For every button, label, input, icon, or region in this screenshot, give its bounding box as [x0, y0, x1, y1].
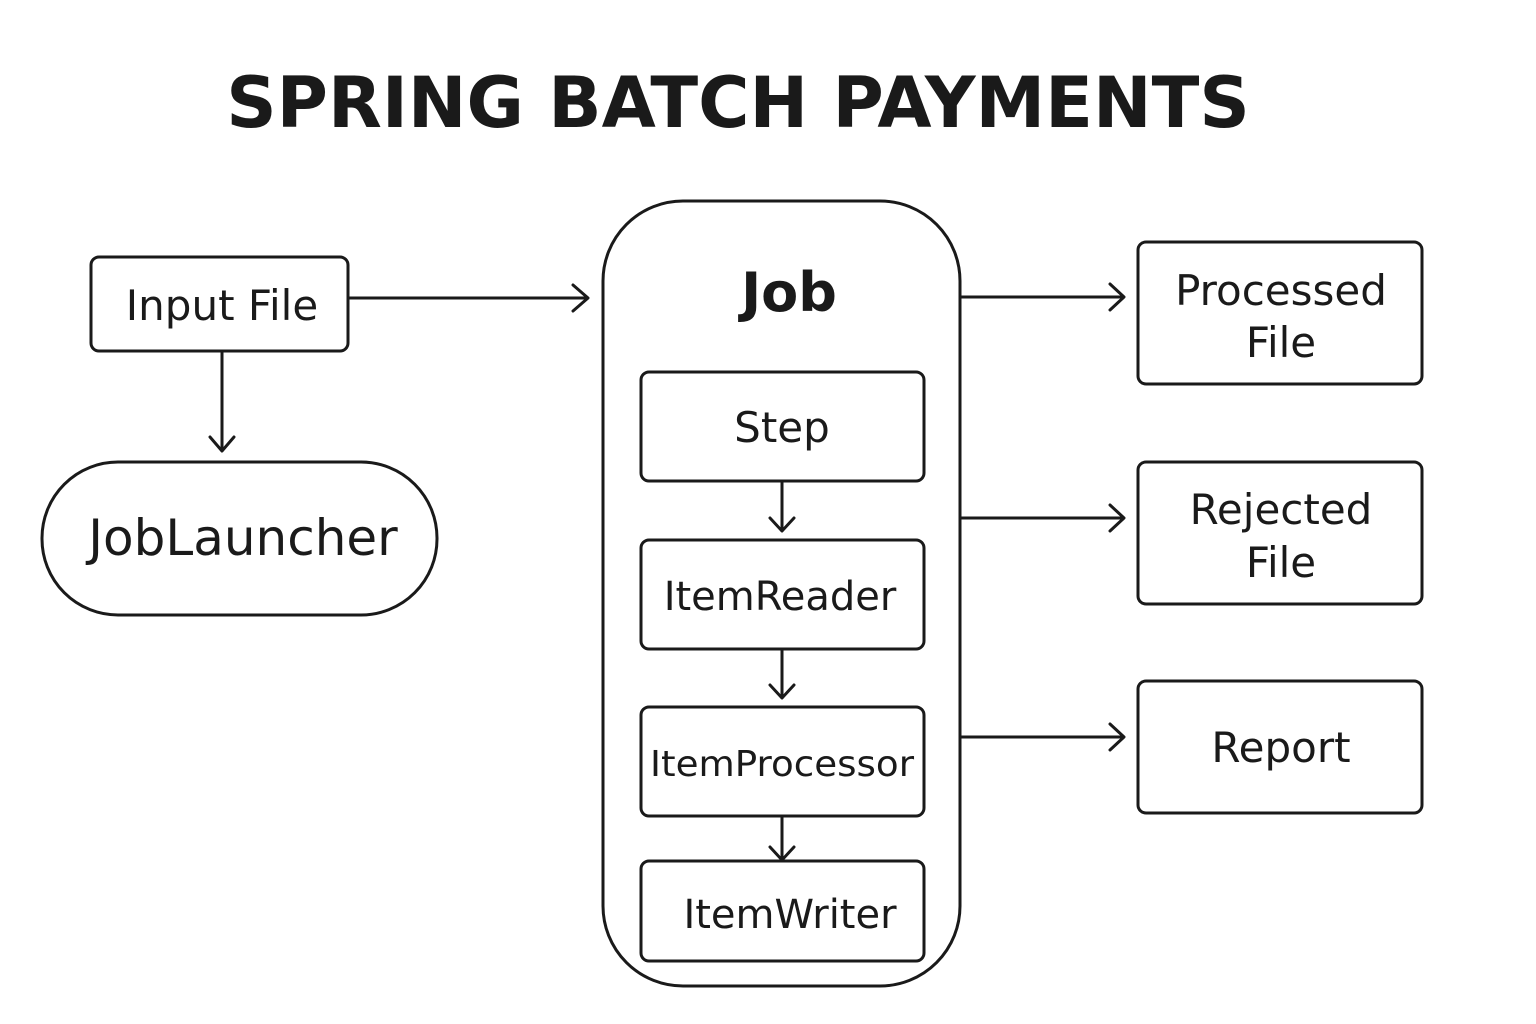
arrow-input-to-launcher — [208, 351, 236, 453]
processed-file-label-line2: File — [1246, 318, 1316, 367]
input-file-box — [89, 255, 350, 353]
report-node: Report — [1136, 679, 1424, 815]
arrow-head — [1108, 282, 1126, 312]
arrow-step-to-reader — [768, 481, 796, 533]
arrow-job-to-rejected — [960, 503, 1126, 533]
arrow-head — [768, 516, 796, 533]
job-launcher-node: JobLauncher — [40, 460, 439, 617]
arrow-reader-to-processor — [768, 649, 796, 700]
rejected-file-node: Rejected File — [1136, 460, 1424, 606]
arrow-head — [768, 683, 796, 700]
item-processor-node: ItemProcessor — [639, 705, 926, 818]
item-reader-node: ItemReader — [639, 538, 926, 651]
arrow-head — [1108, 722, 1126, 752]
arrow-job-to-report — [960, 722, 1126, 752]
step-label: Step — [734, 403, 830, 452]
input-file-node: Input File — [89, 255, 350, 353]
item-writer-box — [639, 859, 926, 963]
item-writer-label: ItemWriter — [683, 892, 897, 938]
processed-file-label-line1: Processed — [1175, 266, 1387, 315]
report-label: Report — [1211, 723, 1350, 772]
arrow-input-to-job — [348, 283, 590, 313]
arrow-job-to-processed — [960, 282, 1126, 312]
arrow-head — [208, 435, 236, 453]
input-file-label: Input File — [126, 281, 318, 330]
rejected-file-label-line1: Rejected — [1190, 485, 1373, 534]
item-processor-label: ItemProcessor — [650, 744, 914, 785]
rejected-file-box — [1136, 460, 1424, 606]
arrow-head — [1108, 503, 1126, 533]
step-node: Step — [639, 370, 926, 483]
processed-file-box — [1136, 240, 1424, 386]
job-launcher-label: JobLauncher — [85, 509, 398, 567]
arrow-head — [571, 283, 590, 313]
job-label: Job — [737, 261, 837, 324]
job-launcher-box — [40, 460, 439, 617]
report-box — [1136, 679, 1424, 815]
diagram-title: SPRING BATCH PAYMENTS — [226, 62, 1250, 144]
processed-file-node: Processed File — [1136, 240, 1424, 386]
rejected-file-label-line2: File — [1246, 538, 1316, 587]
item-reader-label: ItemReader — [664, 574, 897, 620]
item-writer-node: ItemWriter — [639, 859, 926, 963]
